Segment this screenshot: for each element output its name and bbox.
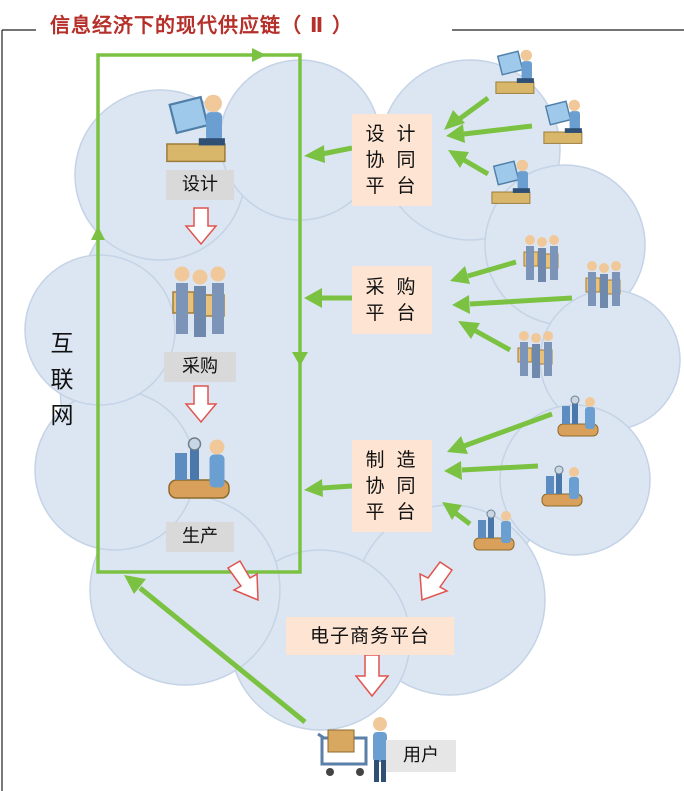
design-collaboration-platform: 设 计 协 同 平 台 (352, 114, 432, 206)
flow-arrows (184, 207, 454, 698)
procurement-stage-label: 采购 (164, 352, 236, 382)
green-arrows (124, 95, 573, 724)
ecommerce-platform: 电子商务平台 (286, 617, 454, 655)
shopping-cart-user-icon (317, 717, 387, 782)
purchasing-team-icon (585, 260, 622, 309)
procurement-platform: 采 购 平 台 (352, 266, 432, 334)
designer-at-desk-icon (491, 158, 531, 205)
designer-at-desk-icon (543, 98, 583, 145)
internet-label: 互 联 网 (50, 331, 74, 429)
designer-at-desk-icon (495, 48, 535, 95)
purchasing-team-icon (517, 330, 554, 379)
diagram-title: 信息经济下的现代供应链（ Ⅱ ） (44, 9, 360, 38)
user-label: 用户 (386, 740, 456, 772)
manufacturing-collaboration-platform: 制 造 协 同 平 台 (352, 440, 432, 532)
production-stage-label: 生产 (166, 522, 234, 552)
designer-at-desk-icon (165, 93, 226, 163)
supply-loop (96, 53, 302, 574)
purchasing-team-icon (172, 265, 227, 338)
purchasing-team-icon (523, 234, 560, 283)
design-stage-label: 设计 (166, 170, 234, 200)
